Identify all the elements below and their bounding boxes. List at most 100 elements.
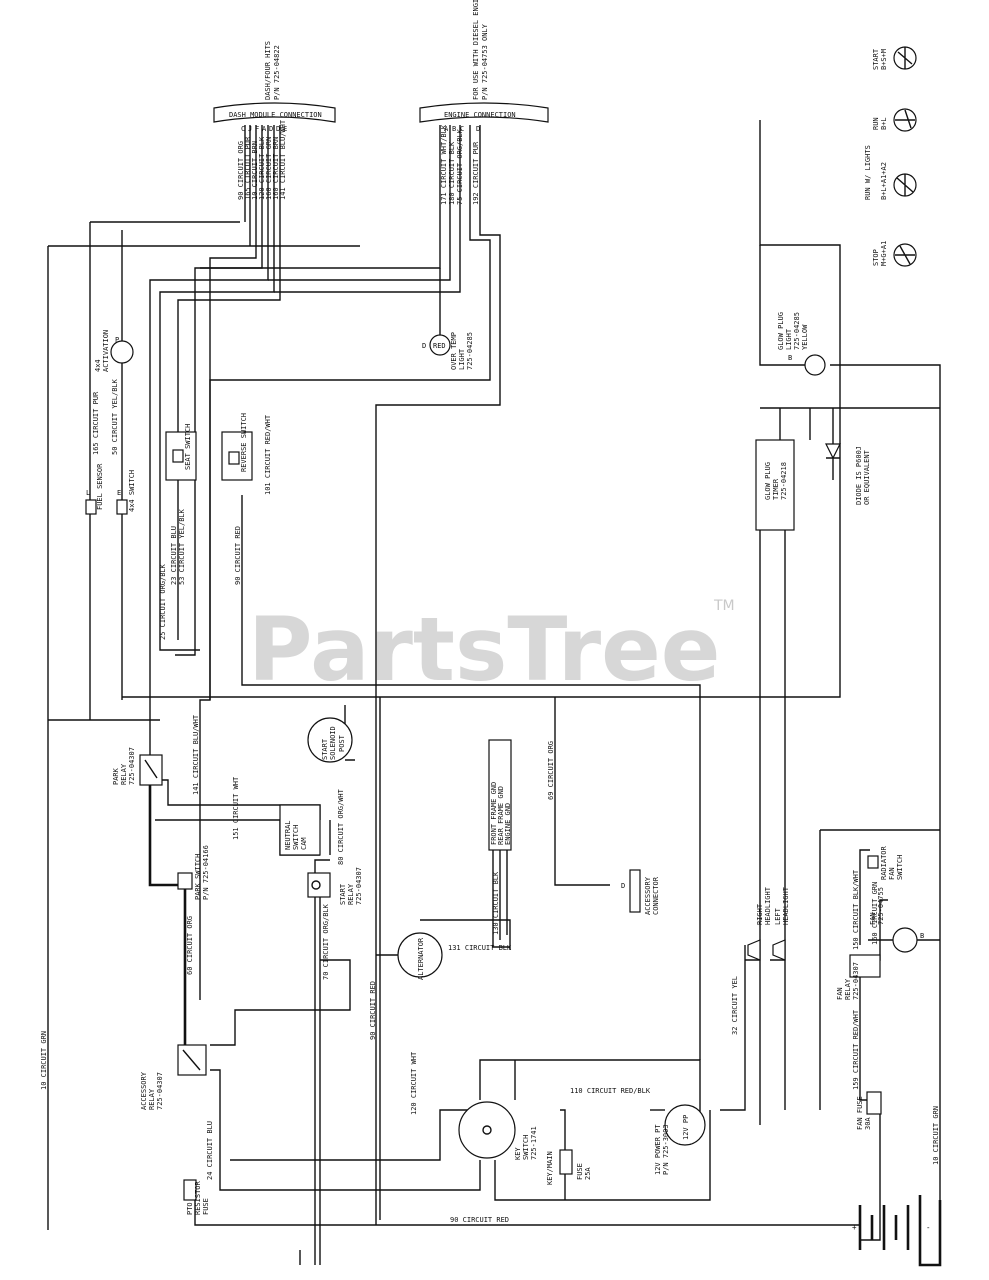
svg-text:FAN FUSE: FAN FUSE (856, 1096, 864, 1130)
svg-text:101 CIRCUIT RED/WHT: 101 CIRCUIT RED/WHT (264, 414, 272, 495)
lower-wire-labels: 141 CIRCUIT BLU/WHT 151 CIRCUIT WHT 80 C… (40, 714, 940, 1224)
dash-wire-label: 165 CIRCUIT PUR (244, 136, 252, 200)
alternator: ALTERNATOR (397, 932, 443, 980)
engine-wire-label: 180 CIRCUIT BLK (448, 141, 456, 205)
dash-wire-label: 90 CIRCUIT ORG (237, 141, 245, 200)
svg-text:RELAY: RELAY (148, 1088, 156, 1110)
svg-text:120 CIRCUIT WHT: 120 CIRCUIT WHT (410, 1051, 418, 1115)
svg-text:KEY: KEY (514, 1147, 522, 1160)
battery: + - (852, 1205, 931, 1250)
svg-text:725-04285: 725-04285 (466, 332, 474, 370)
dash-connector-part: P/N 725-04822 (273, 45, 281, 100)
svg-text:FUSE: FUSE (202, 1198, 210, 1215)
engine-pin: A (444, 125, 449, 133)
watermark-trademark: TM (713, 598, 735, 614)
dash-pin: J (248, 125, 252, 133)
dash-wire-label: 10 CIRCUIT BRN (251, 141, 259, 200)
svg-text:REAR FRAME GND: REAR FRAME GND (497, 786, 505, 845)
svg-text:PTO: PTO (186, 1202, 194, 1215)
svg-text:30A: 30A (864, 1117, 872, 1130)
key-pos-title: START (872, 48, 880, 70)
dash-connector-label: DASH MODULE CONNECTION (229, 111, 322, 119)
svg-text:159 CIRCUIT RED/WHT: 159 CIRCUIT RED/WHT (852, 1009, 860, 1090)
svg-text:RELAY: RELAY (844, 978, 852, 1000)
svg-text:110 CIRCUIT RED/BLK: 110 CIRCUIT RED/BLK (570, 1087, 651, 1095)
fuel-sensor: FUEL SENSOR L (85, 463, 104, 515)
svg-text:10 CIRCUIT GRN: 10 CIRCUIT GRN (932, 1106, 940, 1165)
svg-text:OR EQUIVALENT: OR EQUIVALENT (863, 449, 871, 505)
fan: FAN 725-04755 B (869, 887, 924, 953)
svg-text:LIGHT: LIGHT (458, 348, 466, 370)
key-position-run-lights: RUN W/ LIGHTS B+L+A1+A2 (864, 145, 917, 200)
svg-text:REVERSE SWITCH: REVERSE SWITCH (240, 413, 248, 472)
engine-pin: C (460, 125, 464, 133)
svg-text:TIMER: TIMER (772, 478, 780, 500)
dash-wire-labels: 90 CIRCUIT ORG 165 CIRCUIT PUR 10 CIRCUI… (237, 119, 287, 200)
svg-text:FAN: FAN (869, 912, 877, 925)
svg-text:E: E (117, 489, 121, 497)
svg-text:725-04307: 725-04307 (852, 962, 860, 1000)
svg-text:SWITCH: SWITCH (896, 855, 904, 880)
neutral-switch: NEUTRAL SWITCH CAM (279, 804, 321, 856)
svg-text:80 CIRCUIT ORG/WHT: 80 CIRCUIT ORG/WHT (337, 788, 345, 865)
key-pos-code: B+L (880, 117, 888, 130)
svg-text:LEFT: LEFT (774, 907, 782, 925)
pto-resistor-fuse: PTO RESISTOR FUSE (183, 1179, 210, 1215)
start-solenoid: START SOLENOID POST (307, 717, 353, 763)
engine-pin: D (476, 125, 480, 133)
dash-module-connector: DASH MODULE CONNECTION DASH/FOUR HITS P/… (213, 41, 336, 123)
svg-text:70 CIRCUIT ORG/BLK: 70 CIRCUIT ORG/BLK (322, 903, 330, 980)
key-pos-code: M+G+A1 (880, 241, 888, 266)
svg-text:P: P (115, 336, 119, 344)
dash-pin: F (255, 125, 259, 133)
svg-text:PARK: PARK (112, 767, 120, 785)
svg-text:725-04307: 725-04307 (156, 1072, 164, 1110)
svg-text:130 CIRCUIT BLK: 130 CIRCUIT BLK (492, 871, 500, 935)
engine-wire-label: 192 CIRCUIT PUR (472, 141, 480, 205)
svg-text:ACCESSORY: ACCESSORY (644, 876, 652, 915)
svg-text:50 CIRCUIT YEL/BLK: 50 CIRCUIT YEL/BLK (111, 378, 119, 455)
svg-text:GLOW PLUG: GLOW PLUG (764, 462, 772, 500)
engine-connector-label: ENGINE CONNECTION (444, 111, 516, 119)
svg-text:RELAY: RELAY (347, 883, 355, 905)
svg-text:+: + (852, 1223, 857, 1232)
dash-wire-label: 141 CIRCUIT BLU/WHT (279, 119, 287, 200)
accessory-relay: ACCESSORY RELAY 725-04307 (140, 1044, 207, 1110)
radiator-fan-switch: RADIATOR FAN SWITCH (867, 845, 904, 880)
dash-wire-label: 120 CIRCUIT BLK (258, 136, 266, 200)
svg-text:725-04755: 725-04755 (877, 887, 885, 925)
fan-fuse: FAN FUSE 30A (856, 1091, 882, 1130)
reverse-switch: REVERSE SWITCH (221, 413, 253, 481)
svg-text:RED: RED (433, 342, 446, 350)
svg-text:HEADLIGHT: HEADLIGHT (764, 886, 772, 925)
svg-text:725-1741: 725-1741 (530, 1126, 538, 1160)
svg-text:725-04307: 725-04307 (128, 747, 136, 785)
watermark-brand: PartsTree (248, 598, 720, 701)
over-temp-light: RED OVER TEMP LIGHT 725-04285 D (422, 332, 474, 370)
svg-text:4x4: 4x4 (94, 359, 102, 372)
svg-text:ACTIVATION: ACTIVATION (102, 330, 110, 372)
svg-text:32 CIRCUIT YEL: 32 CIRCUIT YEL (731, 976, 739, 1035)
svg-text:150 CIRCUIT BLK/WHT: 150 CIRCUIT BLK/WHT (852, 869, 860, 950)
dash-pin: D (269, 125, 273, 133)
svg-text:START: START (321, 738, 329, 760)
key-position-start: START B+S+M (872, 46, 917, 70)
svg-text:P/N 725-04166: P/N 725-04166 (202, 845, 210, 900)
svg-text:SWITCH: SWITCH (292, 825, 300, 850)
svg-text:DIODE IS P600J: DIODE IS P600J (855, 446, 863, 505)
svg-text:160 CIRCUIT GRN: 160 CIRCUIT GRN (871, 882, 879, 945)
svg-text:ENGINE GND: ENGINE GND (504, 803, 512, 845)
svg-text:725-04218: 725-04218 (780, 462, 788, 500)
svg-text:PARK SWITCH: PARK SWITCH (194, 854, 202, 900)
svg-text:FUEL SENSOR: FUEL SENSOR (96, 463, 104, 510)
engine-wire-label: 171 CIRCUIT WHT/BLK (440, 124, 448, 205)
svg-text:YELLOW: YELLOW (801, 324, 809, 350)
svg-text:RELAY: RELAY (120, 763, 128, 785)
engine-connector-part: P/N 725-04753 ONLY (481, 23, 489, 100)
engine-connector-note: FOR USE WITH DIESEL ENGINE HARNESS (472, 0, 480, 100)
svg-text:25A: 25A (584, 1167, 592, 1180)
svg-text:165 CIRCUIT PUR: 165 CIRCUIT PUR (92, 391, 100, 455)
svg-text:10 CIRCUIT GRN: 10 CIRCUIT GRN (40, 1031, 48, 1090)
glow-plug-timer: GLOW PLUG TIMER 725-04218 (755, 439, 795, 531)
svg-text:RESISTOR: RESISTOR (194, 1180, 202, 1215)
